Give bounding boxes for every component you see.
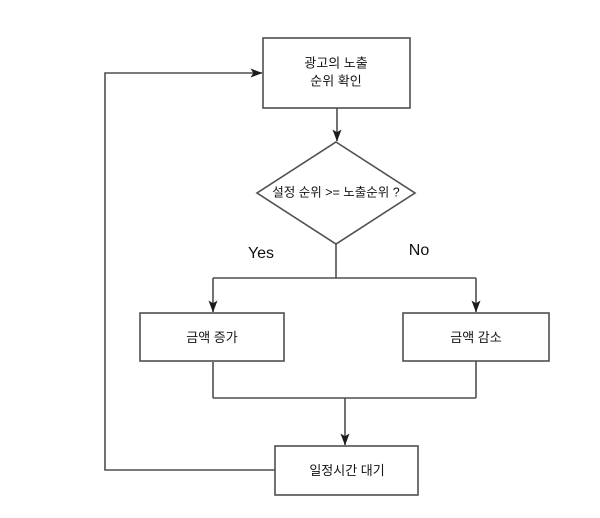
edge-loop-back <box>104 68 275 471</box>
node-check-rank-box <box>262 37 411 109</box>
edge-merge <box>212 361 477 399</box>
node-decision-diamond <box>255 141 417 245</box>
node-increase-box <box>139 312 285 362</box>
node-wait-box <box>274 445 419 496</box>
edge-decision-split <box>213 244 476 279</box>
node-decrease-box <box>402 312 550 362</box>
